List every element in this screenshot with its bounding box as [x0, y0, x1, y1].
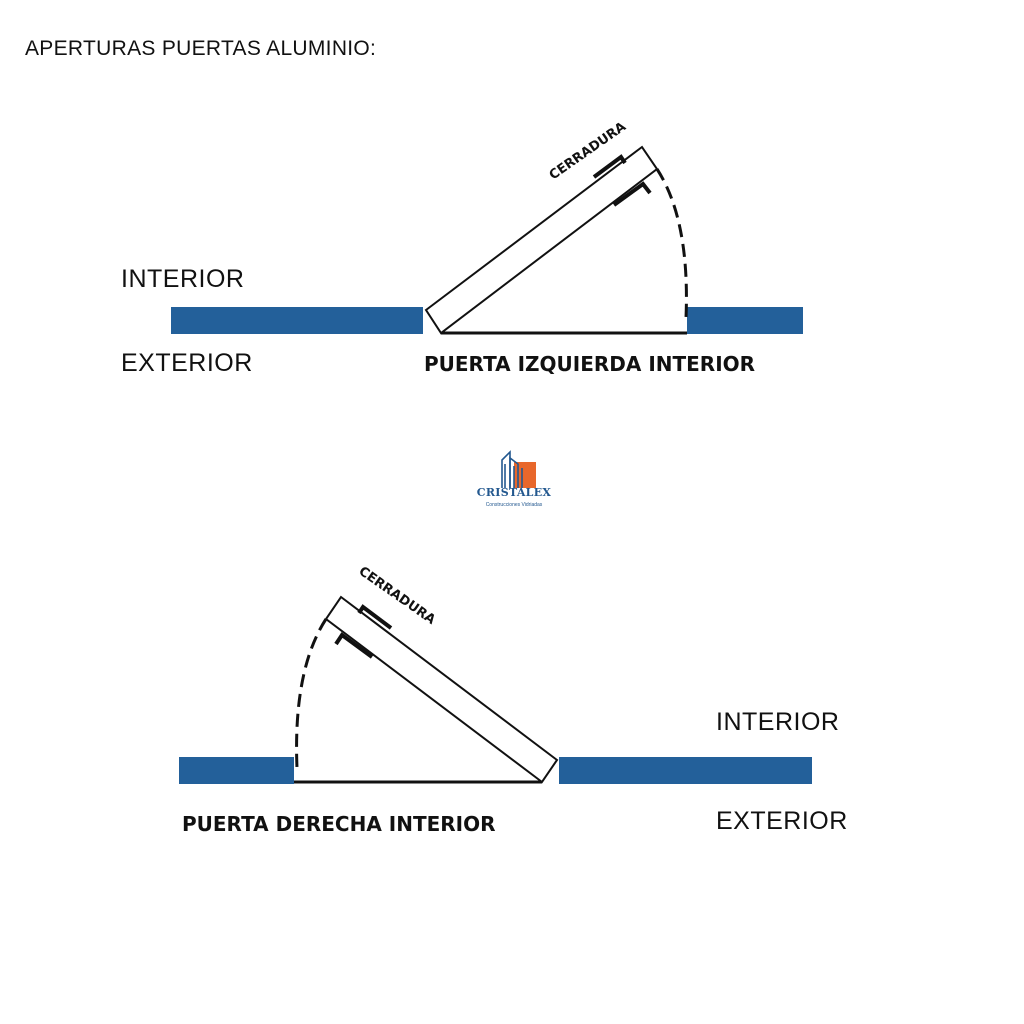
logo-tagline: Construcciones Vidriadas [485, 502, 543, 508]
wall-segment-right [687, 307, 803, 334]
door-leaf [424, 145, 659, 335]
lock-handle-inner [334, 632, 374, 659]
right-door-diagram: CERRADURA [179, 564, 812, 784]
wall-segment-right [559, 757, 812, 784]
lock-handle-outer [357, 604, 393, 630]
door-leaf [324, 595, 559, 784]
wall-segment-left [179, 757, 294, 784]
left-door-diagram: CERRADURA [171, 119, 803, 335]
lock-handle-outer [592, 154, 627, 179]
door-swing-arc [655, 168, 688, 319]
left-door-caption: PUERTA IZQUIERDA INTERIOR [424, 352, 756, 376]
building-icon [501, 450, 536, 488]
exterior-label-right-door: EXTERIOR [716, 807, 848, 835]
wall-segment-left [171, 307, 423, 334]
interior-label-left-door: INTERIOR [121, 265, 245, 293]
door-swing-arc [295, 618, 328, 769]
interior-label-right-door: INTERIOR [716, 708, 840, 736]
page-title: APERTURAS PUERTAS ALUMINIO: [25, 37, 377, 60]
lock-handle-inner [612, 181, 652, 207]
cristalex-logo: CRISTALEX Construcciones Vidriadas [474, 450, 554, 514]
logo-name: CRISTALEX [476, 486, 552, 499]
exterior-label-left-door: EXTERIOR [121, 349, 253, 377]
right-door-caption: PUERTA DERECHA INTERIOR [182, 812, 496, 836]
